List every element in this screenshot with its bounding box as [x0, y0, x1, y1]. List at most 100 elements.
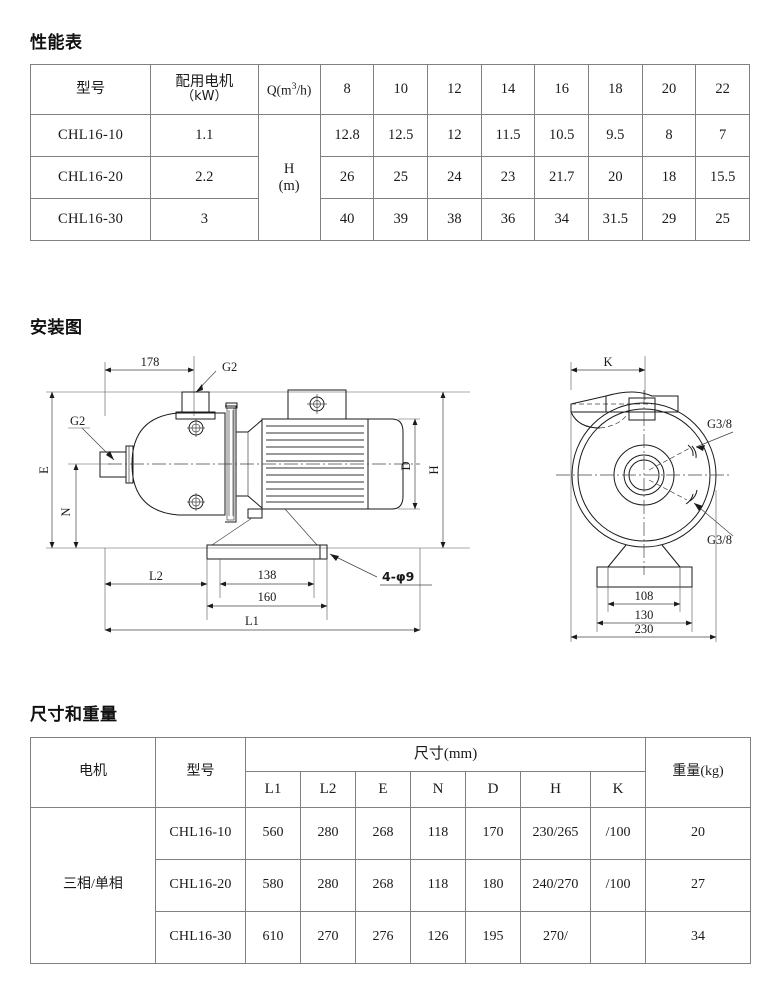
header-motor-power-line2: （kW） — [181, 89, 228, 105]
dim-E-label: E — [37, 466, 51, 474]
header-dim-L1: L1 — [245, 771, 301, 808]
table-header-row: 电机 型号 尺寸(mm) 重量(kg) — [30, 737, 752, 808]
dimensions-section-title: 尺寸和重量 — [30, 705, 118, 725]
header-dim-D: D — [465, 771, 521, 808]
installation-drawing: 178 G2 — [0, 340, 780, 650]
dim-138-label: 138 — [258, 568, 277, 582]
cell-head-3-2: 38 — [427, 198, 482, 241]
bolt-detail-bottom — [187, 493, 205, 511]
header-motor-power: 配用电机 （kW） — [150, 64, 259, 115]
header-dim-L2: L2 — [300, 771, 356, 808]
header-flow-14: 14 — [480, 64, 536, 115]
dim-cell-1-N: 118 — [410, 807, 466, 860]
cell-head-1-6: 8 — [641, 114, 697, 157]
row-model-1: CHL16-10 — [29, 114, 152, 157]
row-power-3: 3 — [150, 198, 259, 241]
dim-cell-3-L1: 610 — [245, 911, 301, 964]
performance-table: 型号 配用电机 （kW） Q(m3/h) 8 10 12 14 16 18 20… — [29, 64, 750, 241]
cell-head-2-2: 24 — [427, 156, 482, 199]
dim-cell-2-E: 268 — [355, 859, 411, 912]
cell-head-3-1: 39 — [373, 198, 429, 241]
dim-cell-1-D: 170 — [465, 807, 521, 860]
header-flow: Q(m3/h) — [257, 64, 321, 115]
front-view-group: K — [556, 355, 734, 642]
bolt-note-label: 4-φ9 — [382, 569, 414, 584]
dim-cell-3-H: 270/ — [520, 911, 591, 964]
table-row: CHL16-30 3 40 39 38 36 34 31.5 29 25 — [29, 198, 750, 241]
table-row: CHL16-20 580 280 268 118 180 240/270 /10… — [31, 859, 752, 912]
cell-head-2-1: 25 — [373, 156, 429, 199]
header-dim-H: H — [520, 771, 591, 808]
cell-head-3-4: 34 — [534, 198, 590, 241]
header-weight: 重量(kg) — [645, 737, 752, 808]
port-g38-lower-label: G3/8 — [707, 533, 732, 547]
dim-row-model-3: CHL16-30 — [155, 911, 246, 964]
pump-drawing-svg: 178 G2 — [37, 355, 734, 642]
cell-head-1-0: 12.8 — [319, 114, 375, 157]
cell-head-3-3: 36 — [480, 198, 536, 241]
cell-head-1-4: 10.5 — [534, 114, 590, 157]
dim-cell-3-K — [589, 911, 647, 964]
row-model-3: CHL16-30 — [29, 198, 152, 241]
dim-cell-2-L1: 580 — [245, 859, 301, 912]
dim-108-label: 108 — [635, 589, 654, 603]
header-model: 型号 — [29, 64, 152, 115]
table-subheader-row: L1 L2 E N D H K — [31, 771, 751, 808]
header-flow-10: 10 — [373, 64, 429, 115]
cell-head-2-7: 15.5 — [695, 156, 750, 199]
port-g2-left-label: G2 — [70, 414, 85, 428]
cell-head-1-5: 9.5 — [588, 114, 643, 157]
dim-cell-2-weight: 27 — [645, 859, 752, 912]
dim-230-label: 230 — [635, 622, 654, 636]
dim-K-label: K — [603, 355, 612, 369]
dim-130-label: 130 — [635, 608, 654, 622]
dim-cell-1-K: /100 — [589, 807, 647, 860]
dim-cell-2-K: /100 — [589, 859, 647, 912]
dim-L2-label: L2 — [149, 569, 163, 583]
cell-head-1-1: 12.5 — [373, 114, 429, 157]
dim-cell-2-H: 240/270 — [520, 859, 591, 912]
dimensions-table: 电机 型号 尺寸(mm) 重量(kg) L1 L2 E N D H K 三相/单… — [30, 737, 752, 964]
cell-head-2-3: 23 — [480, 156, 536, 199]
header-head-symbol: H — [283, 160, 295, 177]
motor-body — [261, 389, 404, 510]
cell-head-3-0: 40 — [319, 198, 375, 241]
header-flow-22: 22 — [695, 64, 750, 115]
dim-cell-2-D: 180 — [465, 859, 521, 912]
table-header-row: 型号 配用电机 （kW） Q(m3/h) 8 10 12 14 16 18 20… — [29, 64, 750, 115]
dim-L1-label: L1 — [245, 614, 259, 628]
header-motor: 电机 — [30, 737, 156, 808]
header-flow-12: 12 — [427, 64, 482, 115]
dim-cell-1-weight: 20 — [645, 807, 752, 860]
table-row: CHL16-20 2.2 26 25 24 23 21.7 20 18 15.5 — [29, 156, 750, 199]
header-head-unit: H (m) — [257, 114, 321, 241]
cell-head-2-6: 18 — [641, 156, 697, 199]
header-dimensions-group: 尺寸(mm) — [244, 737, 647, 772]
dim-cell-2-L2: 280 — [300, 859, 356, 912]
header-dim-K: K — [589, 771, 647, 808]
installation-section-title: 安装图 — [30, 318, 83, 338]
table-row: CHL16-30 610 270 276 126 195 270/ 34 — [31, 911, 752, 964]
side-view-group: 178 G2 — [37, 355, 470, 633]
header-dim-E: E — [355, 771, 411, 808]
header-flow-8: 8 — [319, 64, 375, 115]
dim-cell-3-weight: 34 — [645, 911, 752, 964]
dim-cell-3-L2: 270 — [300, 911, 356, 964]
row-model-2: CHL16-20 — [29, 156, 152, 199]
row-power-2: 2.2 — [150, 156, 259, 199]
cell-head-1-2: 12 — [427, 114, 482, 157]
port-g38-upper-label: G3/8 — [707, 417, 732, 431]
header-flow-20: 20 — [641, 64, 697, 115]
cell-head-1-3: 11.5 — [480, 114, 536, 157]
port-g2-top-label: G2 — [222, 360, 237, 374]
dim-cell-2-N: 118 — [410, 859, 466, 912]
dim-160-label: 160 — [258, 590, 277, 604]
cell-head-3-6: 29 — [641, 198, 697, 241]
dim-cell-1-E: 268 — [355, 807, 411, 860]
cell-head-2-5: 20 — [588, 156, 643, 199]
cell-head-1-7: 7 — [695, 114, 750, 157]
header-dim-N: N — [410, 771, 466, 808]
motor-type-value: 三相/单相 — [30, 807, 156, 964]
dim-H-label: H — [427, 465, 441, 474]
